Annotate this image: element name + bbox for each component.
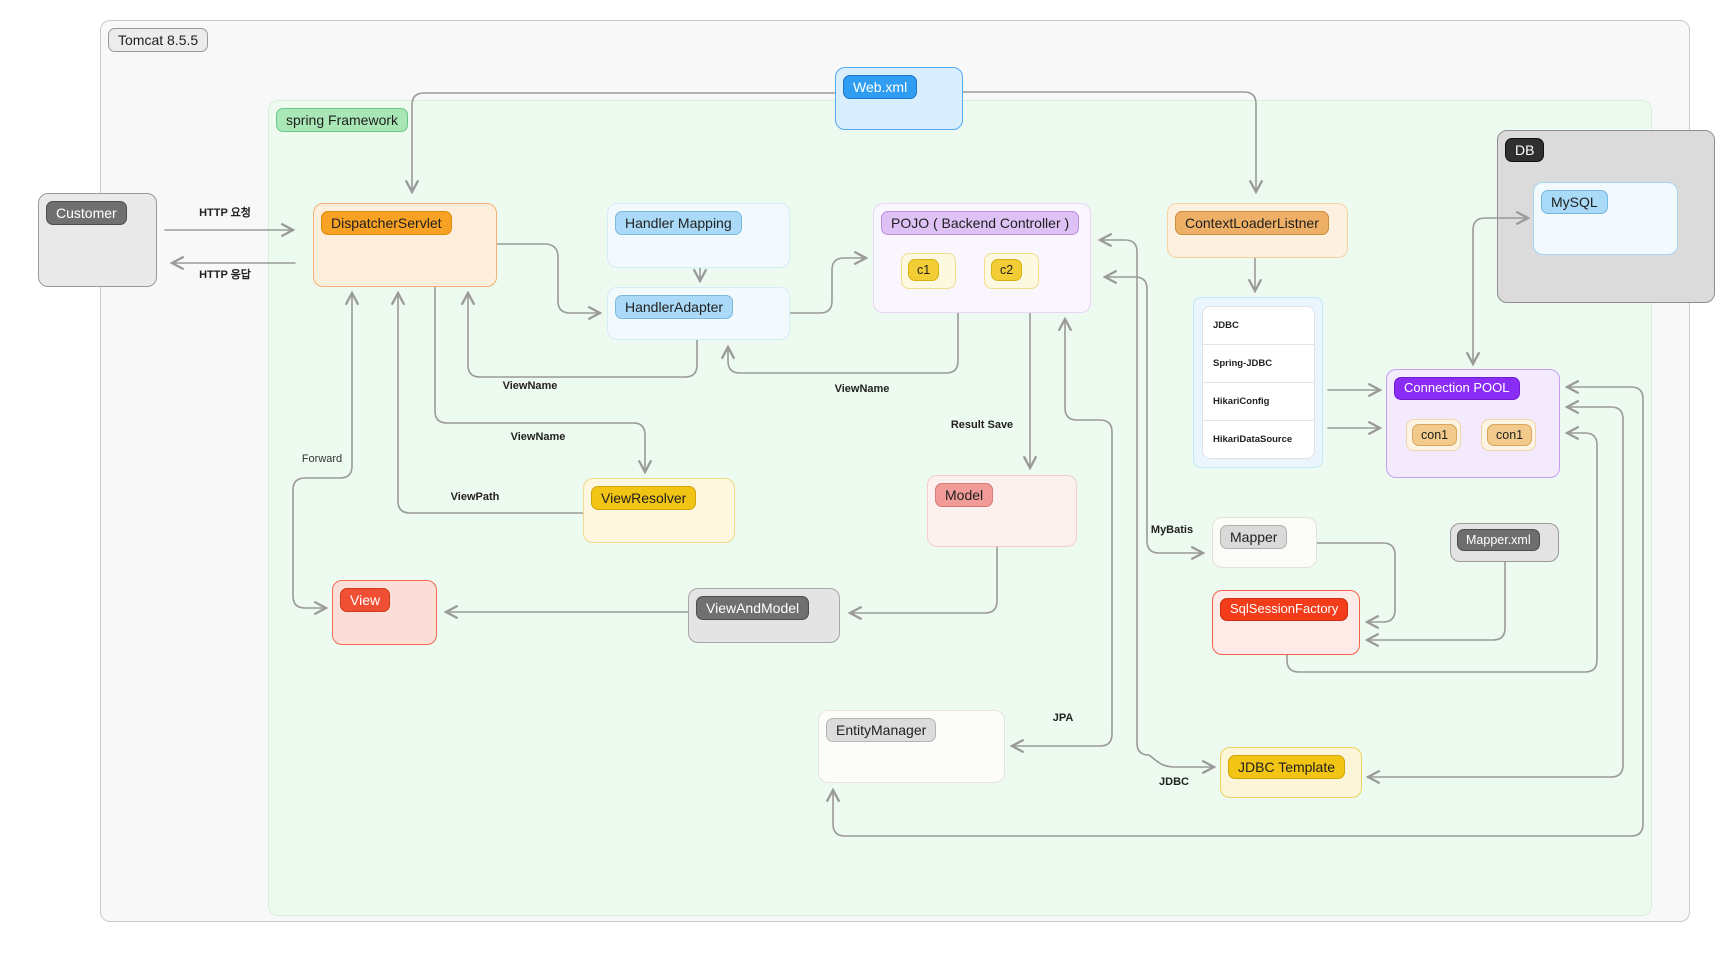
driver-list-item-hikaridatasource[interactable]: HikariDataSource [1213, 434, 1293, 445]
edge-label-forward: Forward [301, 453, 343, 465]
con1-b-label: con1 [1487, 424, 1533, 447]
context-loader-listner-label: ContextLoaderListner [1175, 211, 1329, 236]
tomcat-label: Tomcat 8.5.5 [108, 28, 209, 53]
driver-list-item-spring-jdbc[interactable]: Spring-JDBC [1203, 345, 1314, 383]
dispatcher-servlet-label: DispatcherServlet [321, 211, 452, 236]
node-mysql[interactable]: MySQL [1533, 182, 1678, 255]
driver-list-item-hikariconfig[interactable]: HikariConfig [1203, 383, 1314, 421]
node-driver-list[interactable]: JDBC Spring-JDBC HikariConfig HikariData… [1193, 297, 1323, 468]
edge-label-mybatis: MyBatis [1150, 524, 1194, 536]
driver-list-item-jdbc[interactable]: JDBC [1203, 307, 1314, 345]
sql-session-factory-label: SqlSessionFactory [1220, 598, 1349, 621]
db-label: DB [1505, 138, 1545, 163]
node-con1-a[interactable]: con1 [1406, 419, 1461, 451]
node-handler-mapping[interactable]: Handler Mapping [607, 203, 790, 268]
view-label: View [340, 588, 391, 613]
edge-label-jpa: JPA [1052, 712, 1074, 724]
edge-label-http-request: HTTP 요청 [199, 207, 251, 219]
node-mapper-xml[interactable]: Mapper.xml [1450, 523, 1559, 562]
node-view[interactable]: View [332, 580, 437, 645]
node-con1-b[interactable]: con1 [1481, 419, 1536, 451]
c1-label: c1 [908, 259, 940, 282]
node-context-loader-listner[interactable]: ContextLoaderListner [1167, 203, 1348, 258]
pojo-label: POJO ( Backend Controller ) [881, 211, 1080, 236]
node-customer[interactable]: Customer [38, 193, 157, 287]
node-view-resolver[interactable]: ViewResolver [583, 478, 735, 543]
node-connection-pool[interactable]: Connection POOL con1 con1 [1386, 369, 1560, 478]
model-label: Model [935, 483, 994, 508]
node-sql-session-factory[interactable]: SqlSessionFactory [1212, 590, 1360, 655]
handler-adapter-label: HandlerAdapter [615, 295, 734, 320]
node-view-and-model[interactable]: ViewAndModel [688, 588, 840, 643]
handler-mapping-label: Handler Mapping [615, 211, 742, 236]
view-resolver-label: ViewResolver [591, 486, 697, 511]
edge-label-viewname-pojo: ViewName [834, 383, 890, 395]
driver-list-inner: JDBC Spring-JDBC HikariConfig HikariData… [1202, 306, 1315, 459]
con1-a-label: con1 [1412, 424, 1458, 447]
edge-label-viewpath: ViewPath [450, 491, 500, 503]
spring-framework-label: spring Framework [276, 108, 409, 133]
edge-label-viewname-resolver: ViewName [510, 431, 566, 443]
node-c2[interactable]: c2 [984, 253, 1039, 289]
edge-label-jdbc: JDBC [1159, 776, 1189, 788]
jdbc-template-label: JDBC Template [1228, 755, 1346, 780]
edge-label-http-response: HTTP 응답 [199, 269, 251, 281]
entity-manager-label: EntityManager [826, 718, 937, 743]
node-web-xml[interactable]: Web.xml [835, 67, 963, 130]
node-jdbc-template[interactable]: JDBC Template [1220, 747, 1362, 798]
node-entity-manager[interactable]: EntityManager [818, 710, 1005, 783]
edge-label-viewname-adapter: ViewName [502, 380, 558, 392]
node-model[interactable]: Model [927, 475, 1077, 547]
mapper-xml-label: Mapper.xml [1457, 529, 1540, 552]
connection-pool-label: Connection POOL [1394, 377, 1520, 400]
node-dispatcher-servlet[interactable]: DispatcherServlet [313, 203, 497, 287]
customer-label: Customer [46, 201, 127, 226]
view-and-model-label: ViewAndModel [696, 596, 810, 621]
mysql-label: MySQL [1541, 190, 1608, 215]
mapper-label: Mapper [1220, 525, 1288, 550]
node-handler-adapter[interactable]: HandlerAdapter [607, 287, 790, 340]
node-mapper[interactable]: Mapper [1212, 517, 1317, 568]
edge-label-result-save: Result Save [950, 419, 1014, 431]
c2-label: c2 [991, 259, 1023, 282]
node-c1[interactable]: c1 [901, 253, 956, 289]
web-xml-label: Web.xml [843, 75, 918, 100]
node-pojo[interactable]: POJO ( Backend Controller ) c1 c2 [873, 203, 1091, 313]
